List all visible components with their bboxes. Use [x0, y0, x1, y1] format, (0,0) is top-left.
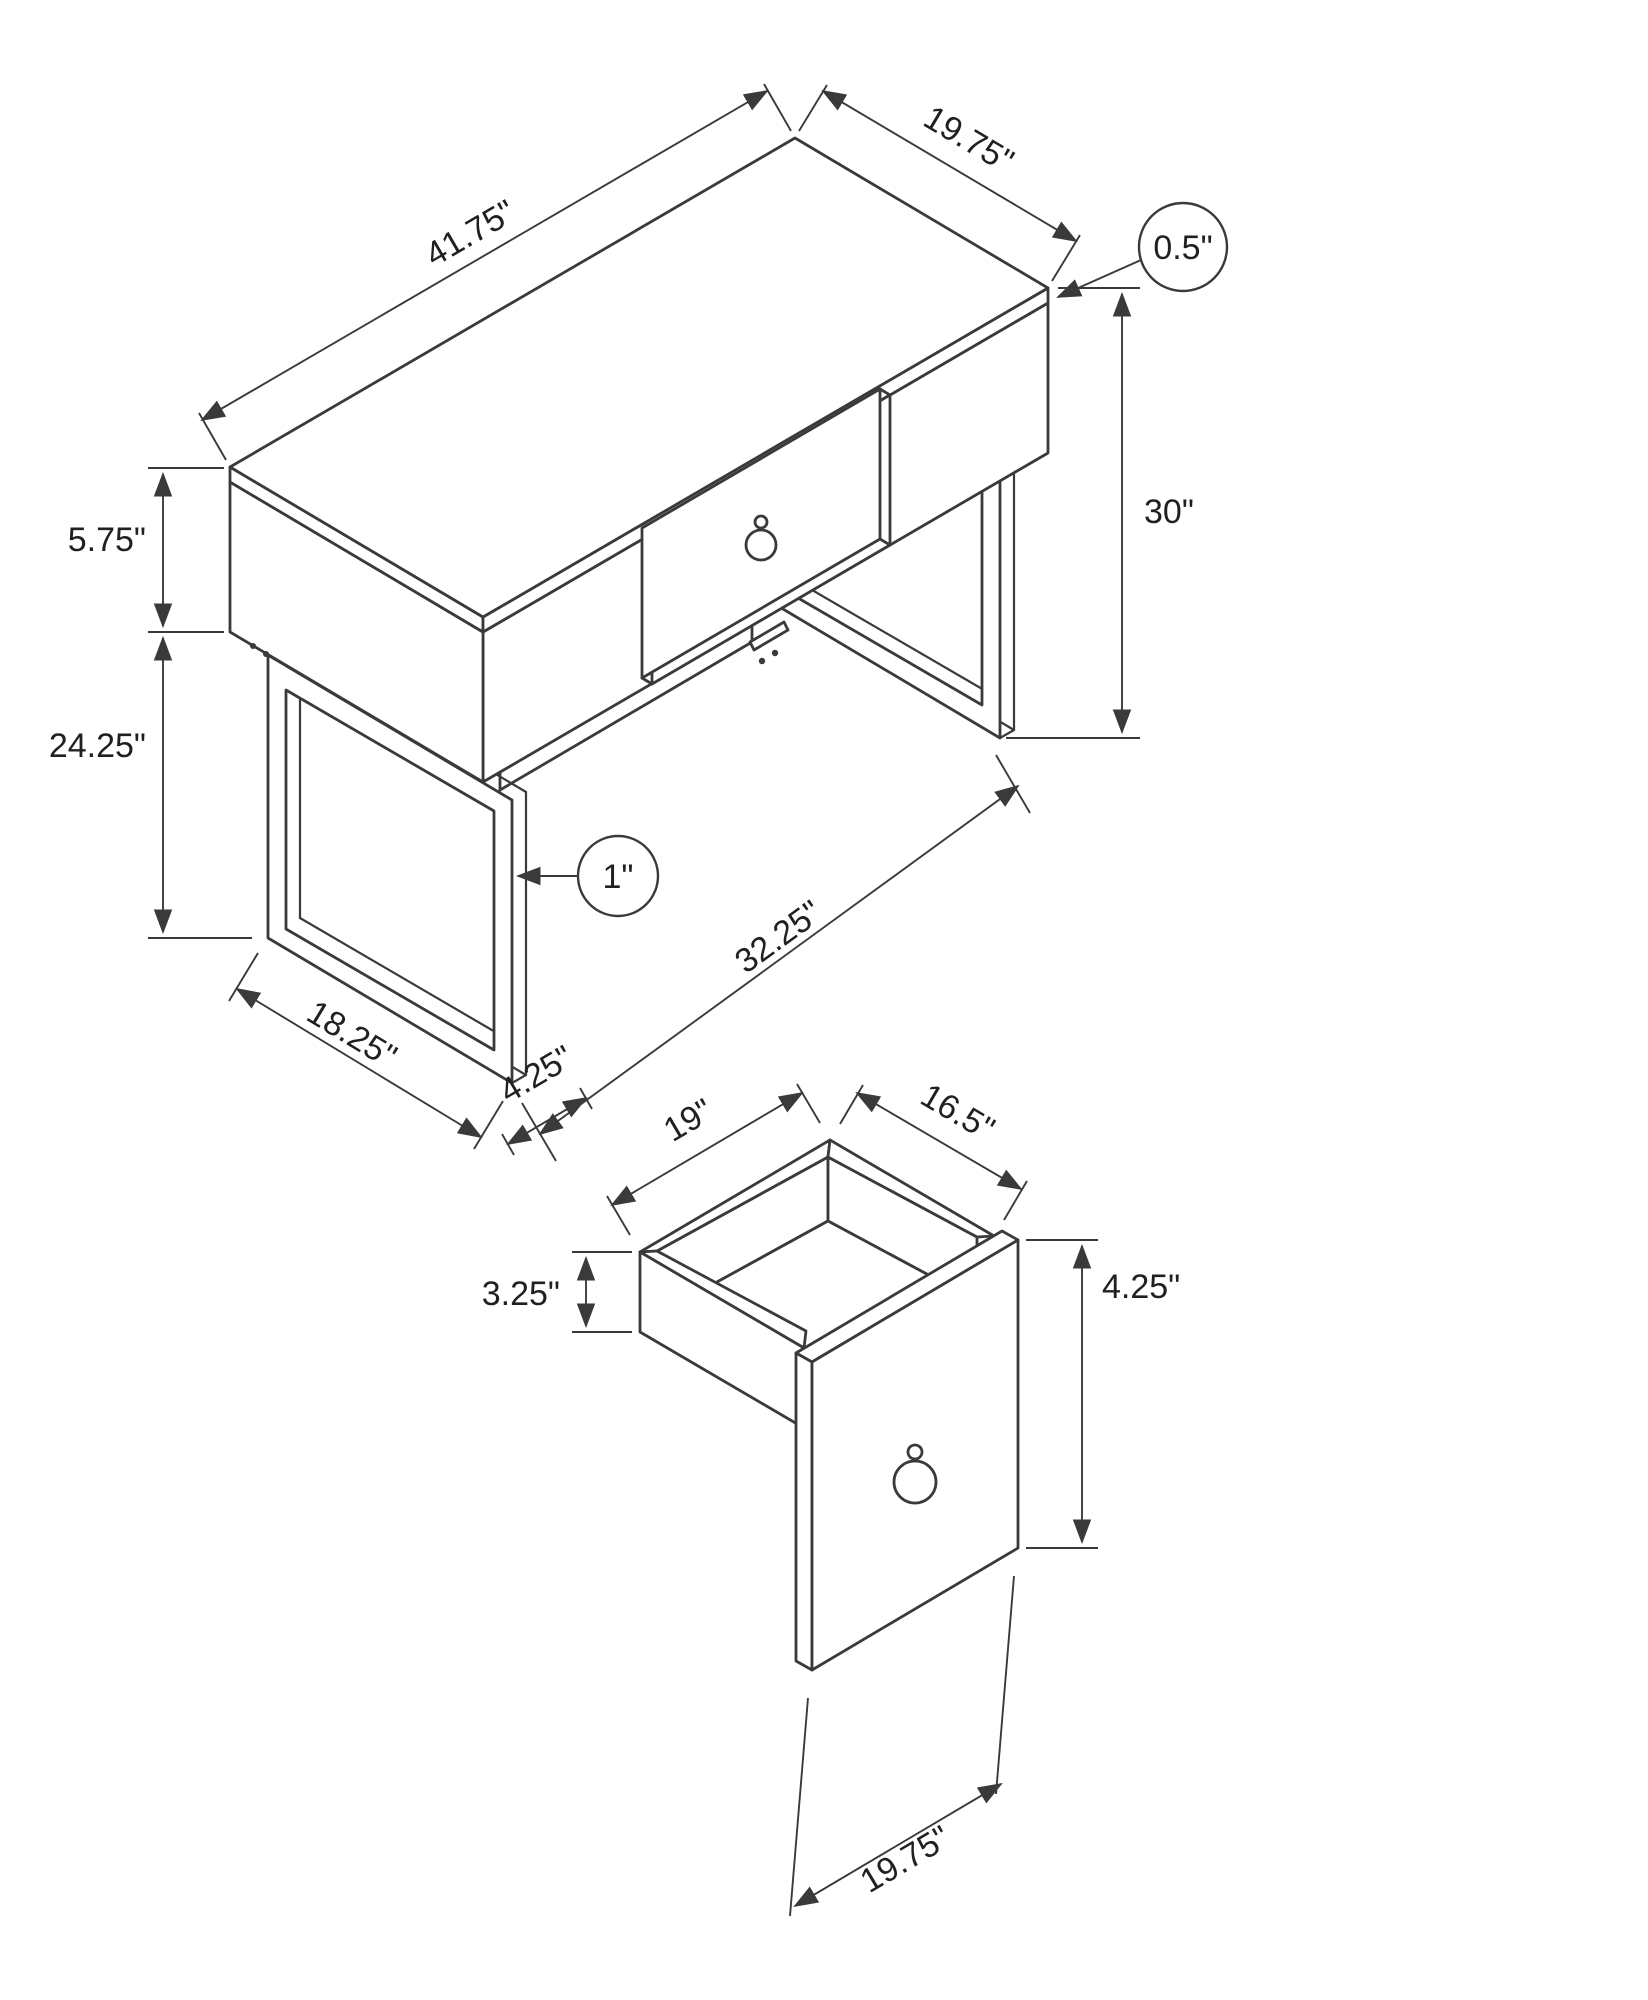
drawer-front-panel	[640, 387, 882, 680]
bolt-icon	[771, 649, 779, 657]
dim-top-thickness: 0.5"	[1056, 201, 1229, 298]
dim-label-side-height: 3.25"	[482, 1275, 560, 1313]
drawer-front-panel	[794, 1229, 1020, 1672]
dim-front-height: 4.25"	[1026, 1239, 1180, 1549]
drawer-diagram: 19" 16.5" 3.25" 4.25"	[482, 1076, 1180, 1917]
bolt-icon	[263, 651, 269, 657]
dim-balloon	[1137, 201, 1229, 293]
dim-overall-height: 30"	[1006, 287, 1194, 739]
stretcher-bracket	[748, 620, 790, 665]
dim-label-apron-height: 5.75"	[68, 521, 146, 559]
ring-pull-icon	[892, 1443, 938, 1505]
dim-label-overall-height: 30"	[1144, 493, 1194, 531]
bolt-icon	[250, 643, 256, 649]
dim-apron-height: 5.75"	[68, 467, 224, 633]
dim-label-clearance-height: 24.25"	[49, 727, 146, 765]
dim-side-height: 3.25"	[482, 1251, 632, 1333]
dim-label-front-height: 4.25"	[1102, 1268, 1180, 1306]
ring-pull-icon	[744, 514, 778, 562]
desk-drawer	[640, 387, 892, 686]
dim-clearance-height: 24.25"	[49, 635, 252, 939]
dim-label-top-thickness: 0.5"	[1153, 229, 1212, 267]
bolt-icon	[758, 657, 766, 665]
dim-label-tube-width: 1"	[603, 858, 634, 896]
